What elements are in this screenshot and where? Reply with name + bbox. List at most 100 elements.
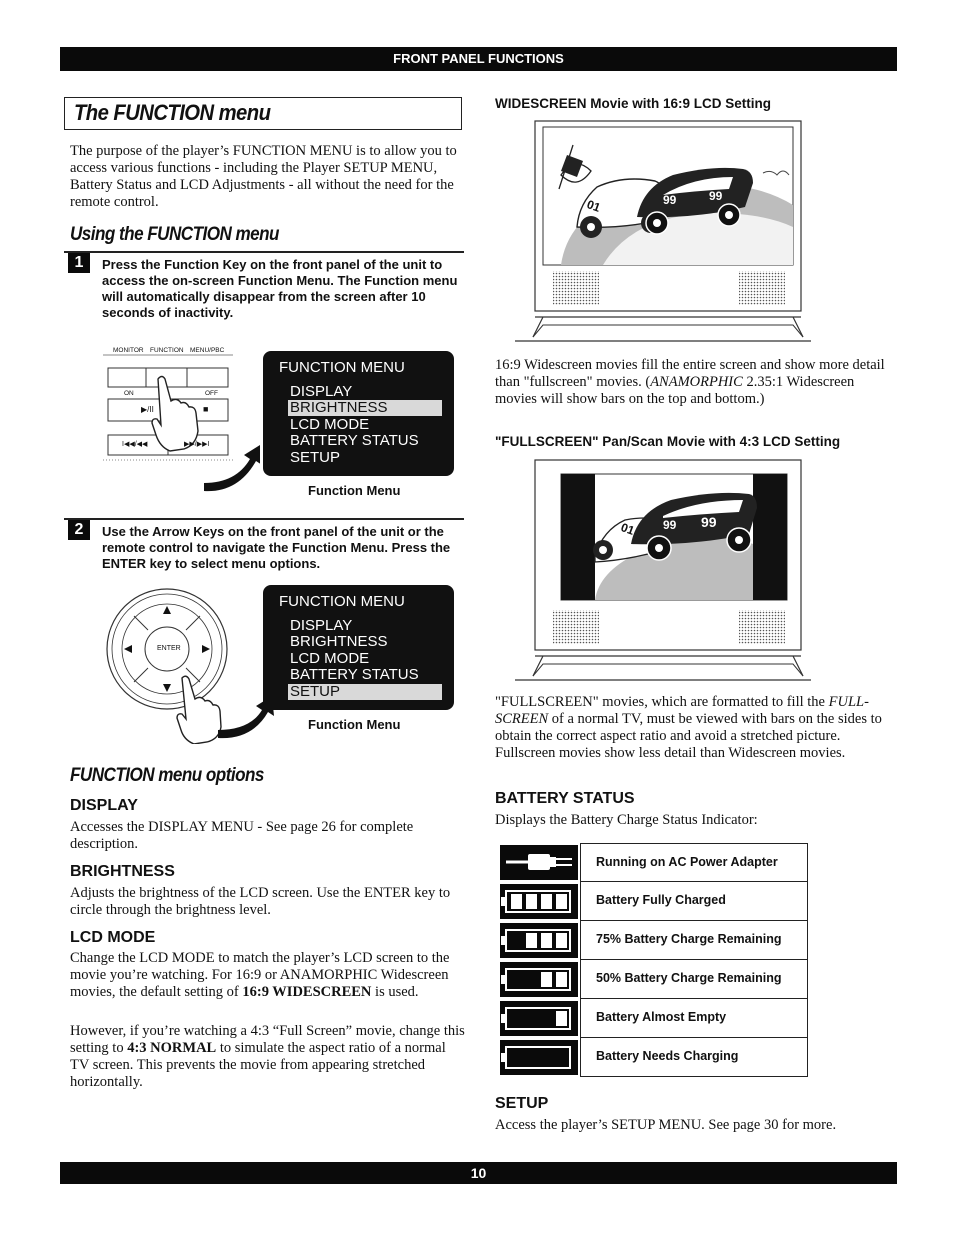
- car-number: 99: [709, 189, 723, 203]
- menu-item-battery-status[interactable]: BATTERY STATUS: [290, 666, 419, 683]
- page-number: 10: [60, 1162, 897, 1184]
- fullscreen-tv-illustration: 01 99 99: [513, 458, 813, 688]
- step1-text: Press the Function Key on the front pane…: [102, 257, 458, 320]
- battery-status-text: Displays the Battery Charge Status Indic…: [495, 812, 758, 828]
- display-heading: DISPLAY: [70, 797, 138, 814]
- battery-status-row: Running on AC Power Adapter: [500, 843, 808, 882]
- menu-item-setup[interactable]: SETUP: [290, 449, 341, 466]
- enter-button[interactable]: ENTER: [157, 645, 181, 652]
- text-run: "FULLSCREEN" movies, which are formatted…: [495, 694, 829, 710]
- battery-status-label: Running on AC Power Adapter: [580, 843, 808, 882]
- battery-full-icon: [500, 884, 578, 919]
- battery-75-icon: [500, 923, 578, 958]
- menu-item-display[interactable]: DISPLAY: [290, 383, 353, 400]
- battery-status-label: 50% Battery Charge Remaining: [580, 960, 808, 999]
- menu-item-battery-status[interactable]: BATTERY STATUS: [290, 432, 419, 449]
- widescreen-text: 16:9 Widescreen movies fill the entire s…: [495, 357, 893, 408]
- options-heading: FUNCTION menu options: [70, 765, 264, 786]
- monitor-button[interactable]: [108, 368, 146, 387]
- battery-empty-icon-graphic: [501, 1046, 571, 1069]
- intro-paragraph: The purpose of the player’s FUNCTION MEN…: [70, 143, 457, 210]
- battery-status-row: Battery Almost Empty: [500, 999, 808, 1038]
- step-number: 1: [68, 253, 90, 273]
- battery-status-label: Battery Almost Empty: [580, 999, 808, 1038]
- function-menu-2: FUNCTION MENU DISPLAY BRIGHTNESS LCD MOD…: [263, 585, 454, 710]
- setting-name: 16:9 WIDESCREEN: [242, 984, 372, 1000]
- battery-status-row: Battery Fully Charged: [500, 882, 808, 921]
- lcd-mode-paragraph-2: However, if you’re watching a 4:3 “Full …: [70, 1023, 466, 1091]
- on-label: ON: [124, 390, 134, 397]
- menu-title: FUNCTION MENU: [279, 593, 405, 610]
- text-run: 2.35:1 Widescreen movies will show bars …: [495, 374, 855, 407]
- car-number: 99: [701, 514, 717, 530]
- setup-text: Access the player’s SETUP MENU. See page…: [495, 1117, 837, 1133]
- battery-status-row: 50% Battery Charge Remaining: [500, 960, 808, 999]
- next-button[interactable]: ▶▶/▶▶I: [184, 441, 210, 448]
- ac-plug-icon: [500, 845, 578, 880]
- battery-full-icon-graphic: [501, 890, 571, 913]
- fullscreen-tv-drawing: [515, 459, 811, 681]
- menu-item-brightness[interactable]: BRIGHTNESS: [288, 400, 442, 416]
- step2-text: Use the Arrow Keys on the front panel of…: [102, 524, 451, 571]
- using-heading: Using the FUNCTION menu: [70, 224, 279, 245]
- menu-pbc-button[interactable]: [187, 368, 228, 387]
- dpad-drawing: [106, 588, 274, 745]
- battery-75-icon-graphic: [501, 929, 571, 952]
- monitor-label: MONITOR: [113, 347, 144, 354]
- menu-item-setup[interactable]: SETUP: [288, 684, 442, 700]
- lcd-mode-paragraph-1: Change the LCD MODE to match the player’…: [70, 950, 466, 1001]
- menu-title: FUNCTION MENU: [279, 359, 405, 376]
- battery-status-label: 75% Battery Charge Remaining: [580, 921, 808, 960]
- setting-name: 4:3 NORMAL: [127, 1040, 217, 1056]
- step-number: 2: [68, 520, 90, 540]
- widescreen-heading: WIDESCREEN Movie with 16:9 LCD Setting: [495, 96, 772, 111]
- page-title: The FUNCTION menu: [74, 100, 271, 125]
- function-button[interactable]: [146, 368, 187, 387]
- menu-pbc-label: MENU/PBC: [190, 347, 225, 354]
- page-title-box: The FUNCTION menu: [64, 97, 462, 130]
- widescreen-tv-drawing: [515, 120, 811, 342]
- battery-status-label: Battery Fully Charged: [580, 882, 808, 921]
- fullscreen-heading: "FULLSCREEN" Pan/Scan Movie with 4:3 LCD…: [495, 434, 841, 449]
- battery-status-row: 75% Battery Charge Remaining: [500, 921, 808, 960]
- stop-button[interactable]: ■: [203, 404, 209, 414]
- brightness-heading: BRIGHTNESS: [70, 863, 175, 880]
- battery-low-icon: [500, 1001, 578, 1036]
- prev-button[interactable]: I◀◀/◀◀: [122, 441, 148, 448]
- front-panel-drawing: [103, 354, 262, 492]
- fullscreen-text: "FULLSCREEN" movies, which are formatted…: [495, 694, 893, 762]
- menu-item-brightness[interactable]: BRIGHTNESS: [290, 633, 388, 650]
- text-run: is used.: [371, 984, 419, 1000]
- battery-low-icon-graphic: [501, 1007, 571, 1030]
- emphasis: FULL-SCREEN: [495, 694, 869, 727]
- widescreen-tv-illustration: 01 99 99: [513, 119, 813, 349]
- battery-status-heading: BATTERY STATUS: [495, 790, 635, 807]
- function-label: FUNCTION: [150, 347, 184, 354]
- display-text: Accesses the DISPLAY MENU - See page 26 …: [70, 819, 414, 852]
- function-menu-1: FUNCTION MENU DISPLAY BRIGHTNESS LCD MOD…: [263, 351, 454, 476]
- section-header-bar: FRONT PANEL FUNCTIONS: [60, 47, 897, 71]
- ac-plug-icon-graphic: [506, 854, 572, 870]
- battery-status-label: Battery Needs Charging: [580, 1038, 808, 1077]
- dpad-illustration: ENTER: [104, 586, 274, 745]
- text-run: of a normal TV, must be viewed with bars…: [495, 711, 882, 761]
- car-number: 99: [663, 518, 677, 532]
- menu-item-lcd-mode[interactable]: LCD MODE: [290, 416, 370, 433]
- menu-item-lcd-mode[interactable]: LCD MODE: [290, 650, 370, 667]
- text-run: to simulate the aspect ratio of a normal…: [70, 1040, 446, 1090]
- text-run: Change the LCD MODE to match the player’…: [70, 950, 450, 1000]
- battery-status-row: Battery Needs Charging: [500, 1038, 808, 1077]
- battery-empty-icon: [500, 1040, 578, 1075]
- menu-item-display[interactable]: DISPLAY: [290, 617, 353, 634]
- battery-50-icon-graphic: [501, 968, 571, 991]
- divider: [64, 518, 464, 520]
- off-label: OFF: [205, 390, 218, 397]
- divider: [64, 251, 464, 253]
- play-pause-button[interactable]: ▶/II: [141, 405, 154, 414]
- battery-50-icon: [500, 962, 578, 997]
- emphasis: ANAMORPHIC: [650, 374, 743, 390]
- text-run: However, if you’re watching a 4:3 “Full …: [70, 1023, 465, 1056]
- figure-caption: Function Menu: [308, 717, 401, 732]
- front-panel-illustration: MONITOR FUNCTION MENU/PBC ON OFF ▶/II ■ …: [100, 343, 262, 495]
- lcd-mode-heading: LCD MODE: [70, 929, 156, 946]
